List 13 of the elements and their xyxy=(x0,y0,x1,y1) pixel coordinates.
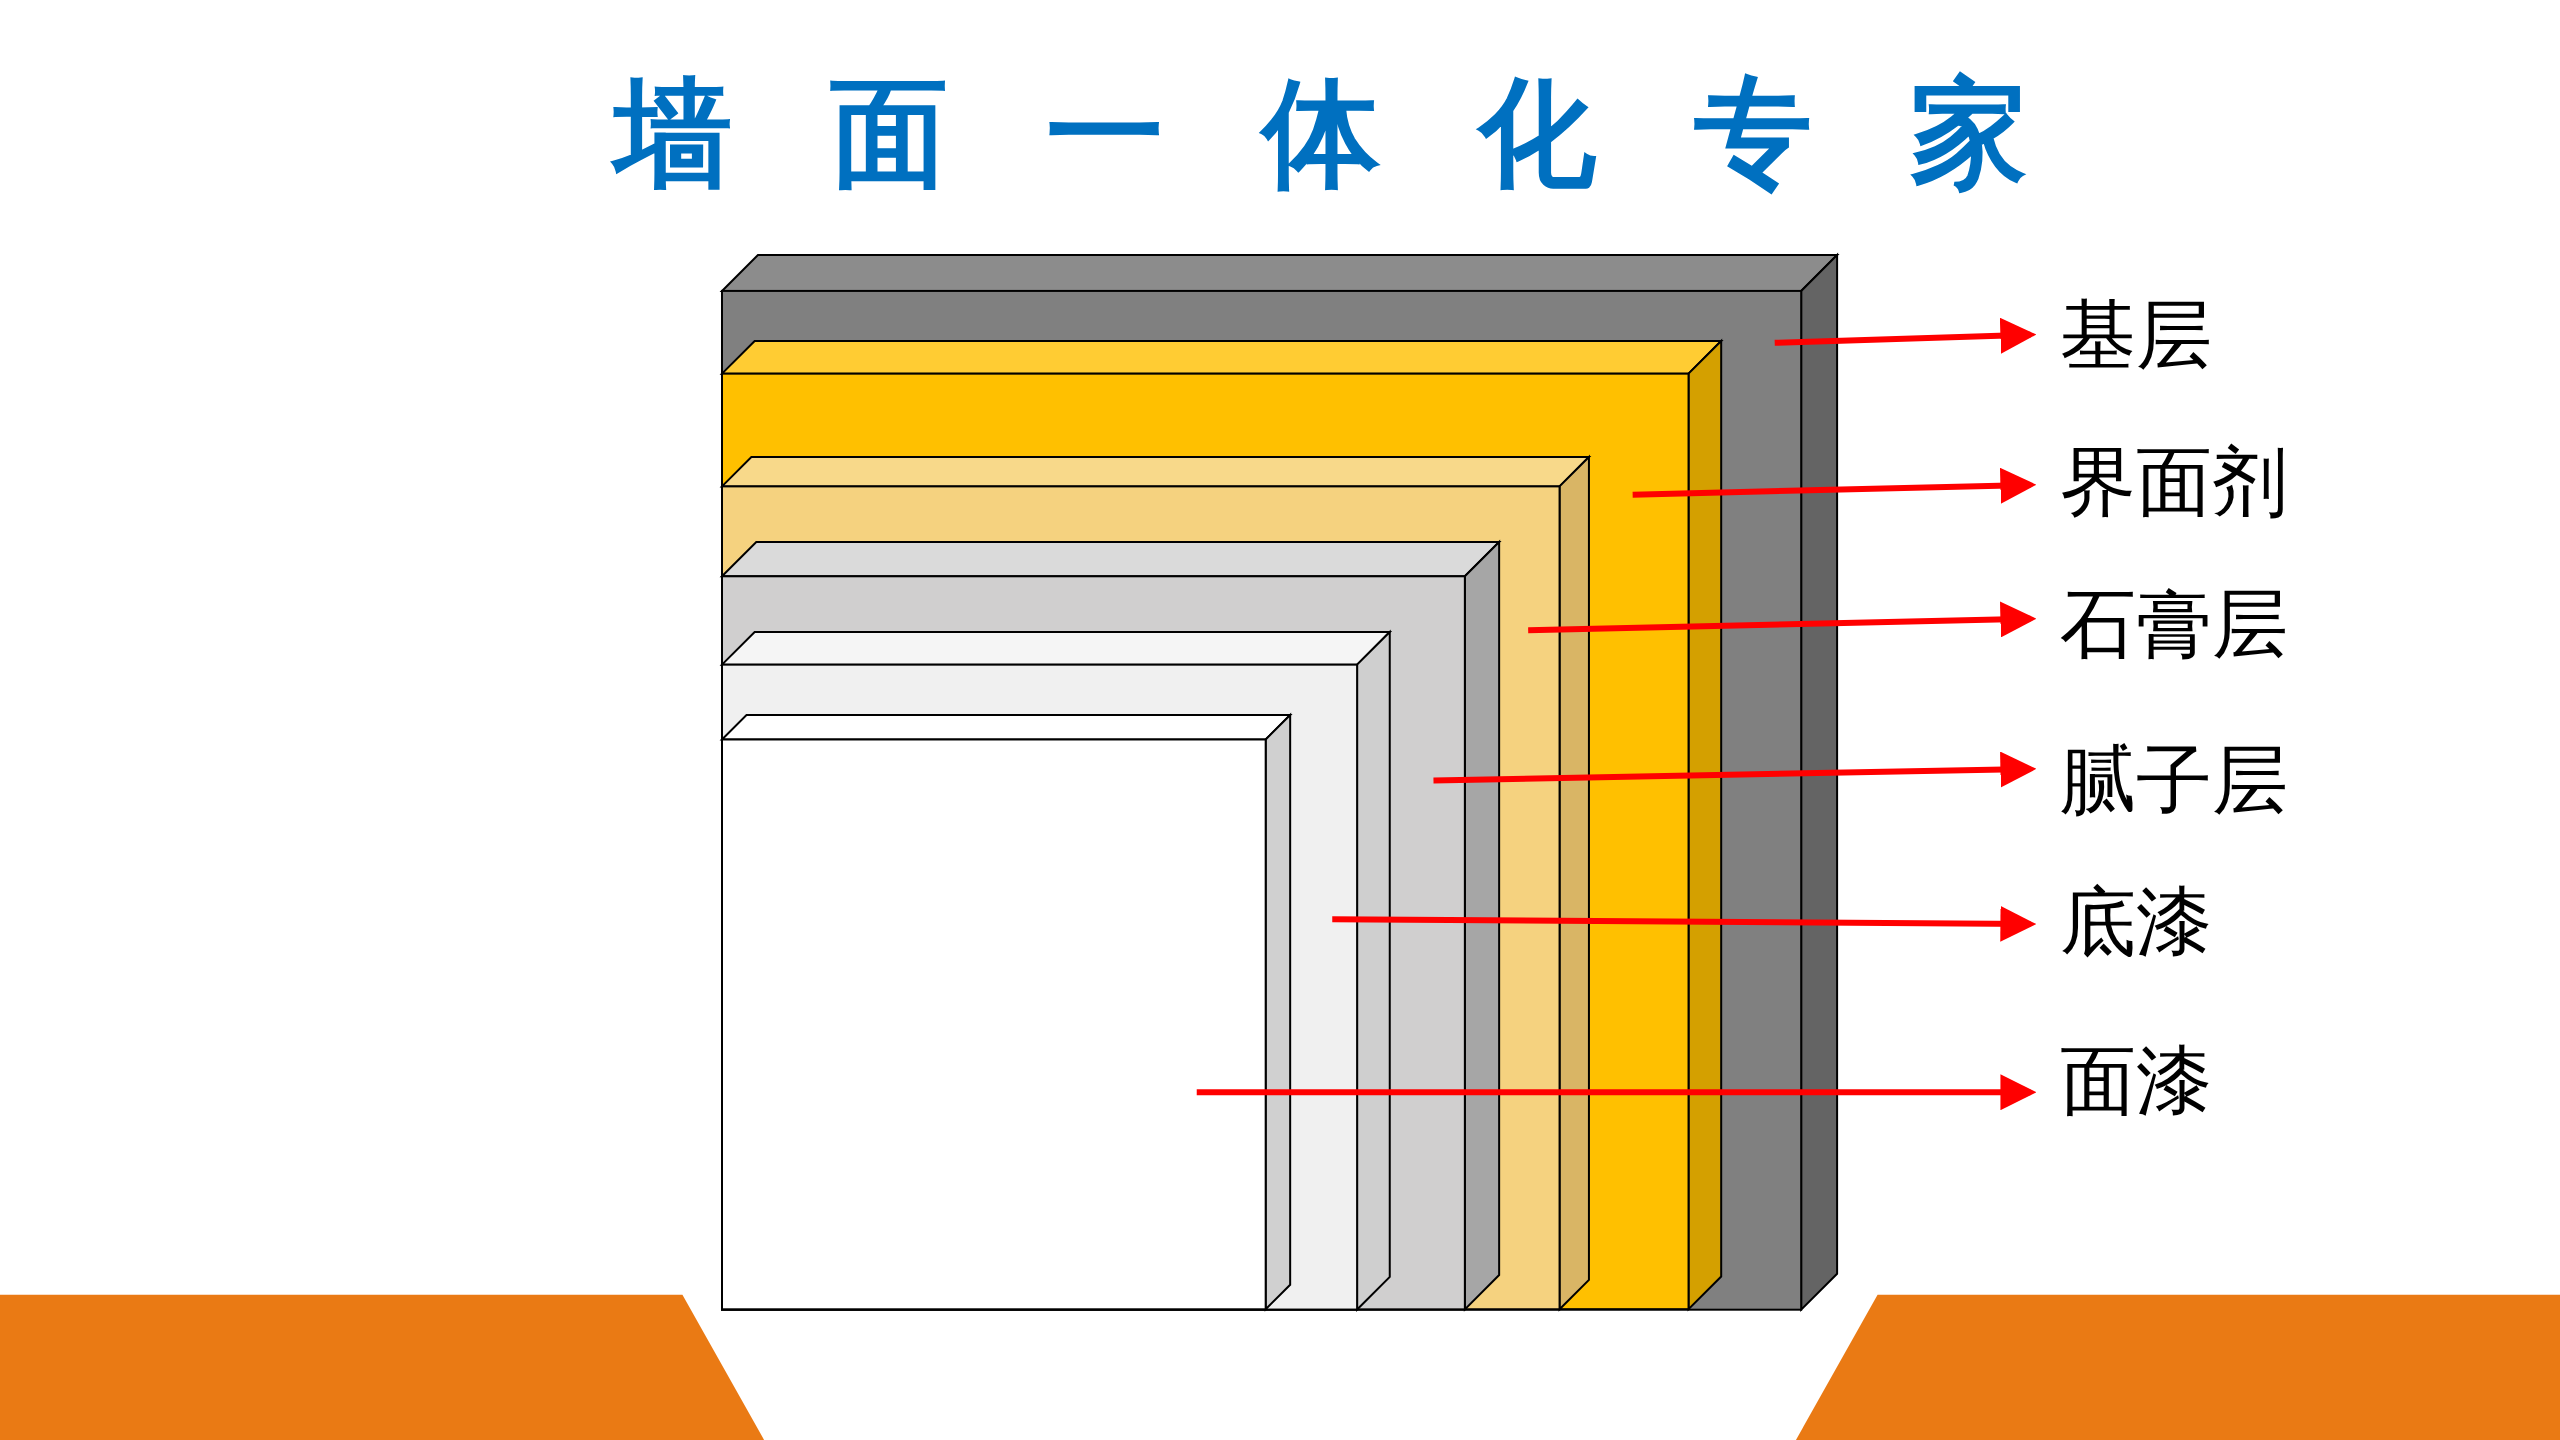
title: 墙面一体化专家 xyxy=(0,55,2560,215)
arrow xyxy=(1528,601,2037,638)
layer-label: 界面剂 xyxy=(2060,443,2289,520)
arrow xyxy=(1196,1074,2037,1111)
arrow xyxy=(1632,467,2037,504)
arrow xyxy=(1774,317,2037,354)
layer-label: 腻子层 xyxy=(2060,742,2289,819)
layer-label: 基层 xyxy=(2060,296,2213,373)
layer-label: 底漆 xyxy=(2060,884,2213,961)
layer-label: 面漆 xyxy=(2060,1042,2213,1119)
layer-label: 石膏层 xyxy=(2060,585,2289,662)
arrow xyxy=(1332,905,2037,942)
arrow xyxy=(1433,751,2037,788)
